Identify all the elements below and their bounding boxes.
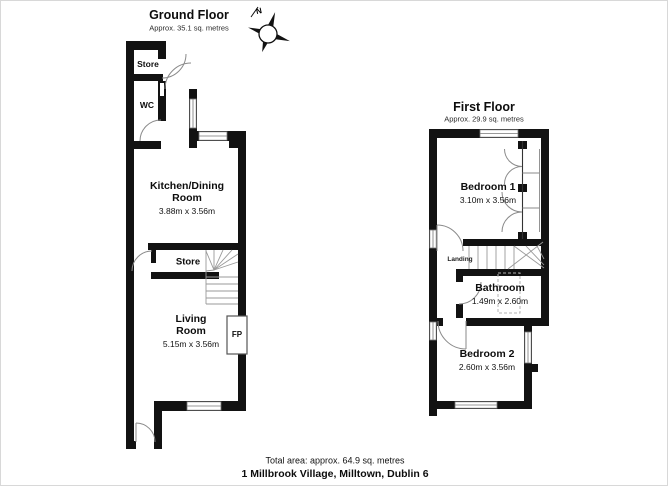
front-door-arc — [135, 422, 156, 443]
ground-floor-doors — [131, 53, 192, 443]
label-living-line1: Living — [175, 312, 207, 325]
wc-door-arc — [139, 119, 162, 142]
compass-north-label: N — [255, 6, 263, 16]
label-bathroom-dims: 1.49m x 2.60m — [471, 295, 529, 306]
first-floor-title: First Floor — [453, 99, 515, 114]
footer-total-area: Total area: approx. 64.9 sq. metres — [265, 455, 405, 466]
understairs-door-arc — [131, 250, 153, 272]
compass-rose: N — [248, 6, 290, 53]
footer-address: 1 Millbrook Village, Milltown, Dublin 6 — [241, 467, 429, 480]
label-living-dims: 5.15m x 3.56m — [162, 338, 220, 349]
label-bedroom1: Bedroom 1 — [460, 180, 516, 193]
label-kitchen-line1: Kitchen/Dining — [149, 179, 225, 192]
first-floor-stairs — [468, 241, 545, 270]
first-floor-doors — [436, 224, 482, 350]
bedroom2-door-arc — [437, 320, 467, 350]
label-bathroom: Bathroom — [475, 281, 525, 294]
label-bedroom2: Bedroom 2 — [459, 347, 515, 360]
label-landing: Landing — [447, 255, 473, 263]
store-door-arc — [161, 53, 187, 79]
label-fireplace: FP — [231, 330, 243, 339]
ground-floor-plan — [126, 41, 248, 449]
label-store-mid: Store — [175, 256, 201, 268]
bathtub-dashed-outline — [497, 272, 521, 314]
label-kitchen-dims: 3.88m x 3.56m — [158, 205, 216, 216]
label-store-top: Store — [137, 58, 159, 69]
ground-floor-windows — [186, 98, 228, 411]
ground-floor-title: Ground Floor — [149, 7, 229, 22]
bedroom1-door-arc — [436, 224, 464, 252]
first-floor-walls — [429, 129, 549, 416]
ground-floor-stairs — [205, 249, 239, 305]
ground-floor-area: Approx. 35.1 sq. metres — [149, 23, 229, 33]
label-living-line2: Room — [176, 324, 206, 337]
wc-fixture — [158, 81, 166, 98]
fireplace-box — [226, 315, 248, 355]
first-floor-plan — [429, 129, 549, 416]
closet-door-arc — [504, 148, 523, 167]
first-floor-area: Approx. 29.9 sq. metres — [444, 114, 524, 124]
closet-door-arc — [504, 166, 523, 185]
first-floor-windows — [429, 129, 532, 409]
closet-door-arc — [501, 211, 523, 233]
label-bedroom2-dims: 2.60m x 3.56m — [458, 361, 516, 372]
bathroom-door-arc — [458, 281, 482, 305]
label-kitchen-line2: Room — [172, 191, 202, 204]
bedroom1-closets — [501, 141, 540, 239]
label-bedroom1-dims: 3.10m x 3.56m — [459, 194, 517, 205]
back-door-arc — [164, 62, 192, 90]
label-wc: WC — [139, 99, 155, 110]
